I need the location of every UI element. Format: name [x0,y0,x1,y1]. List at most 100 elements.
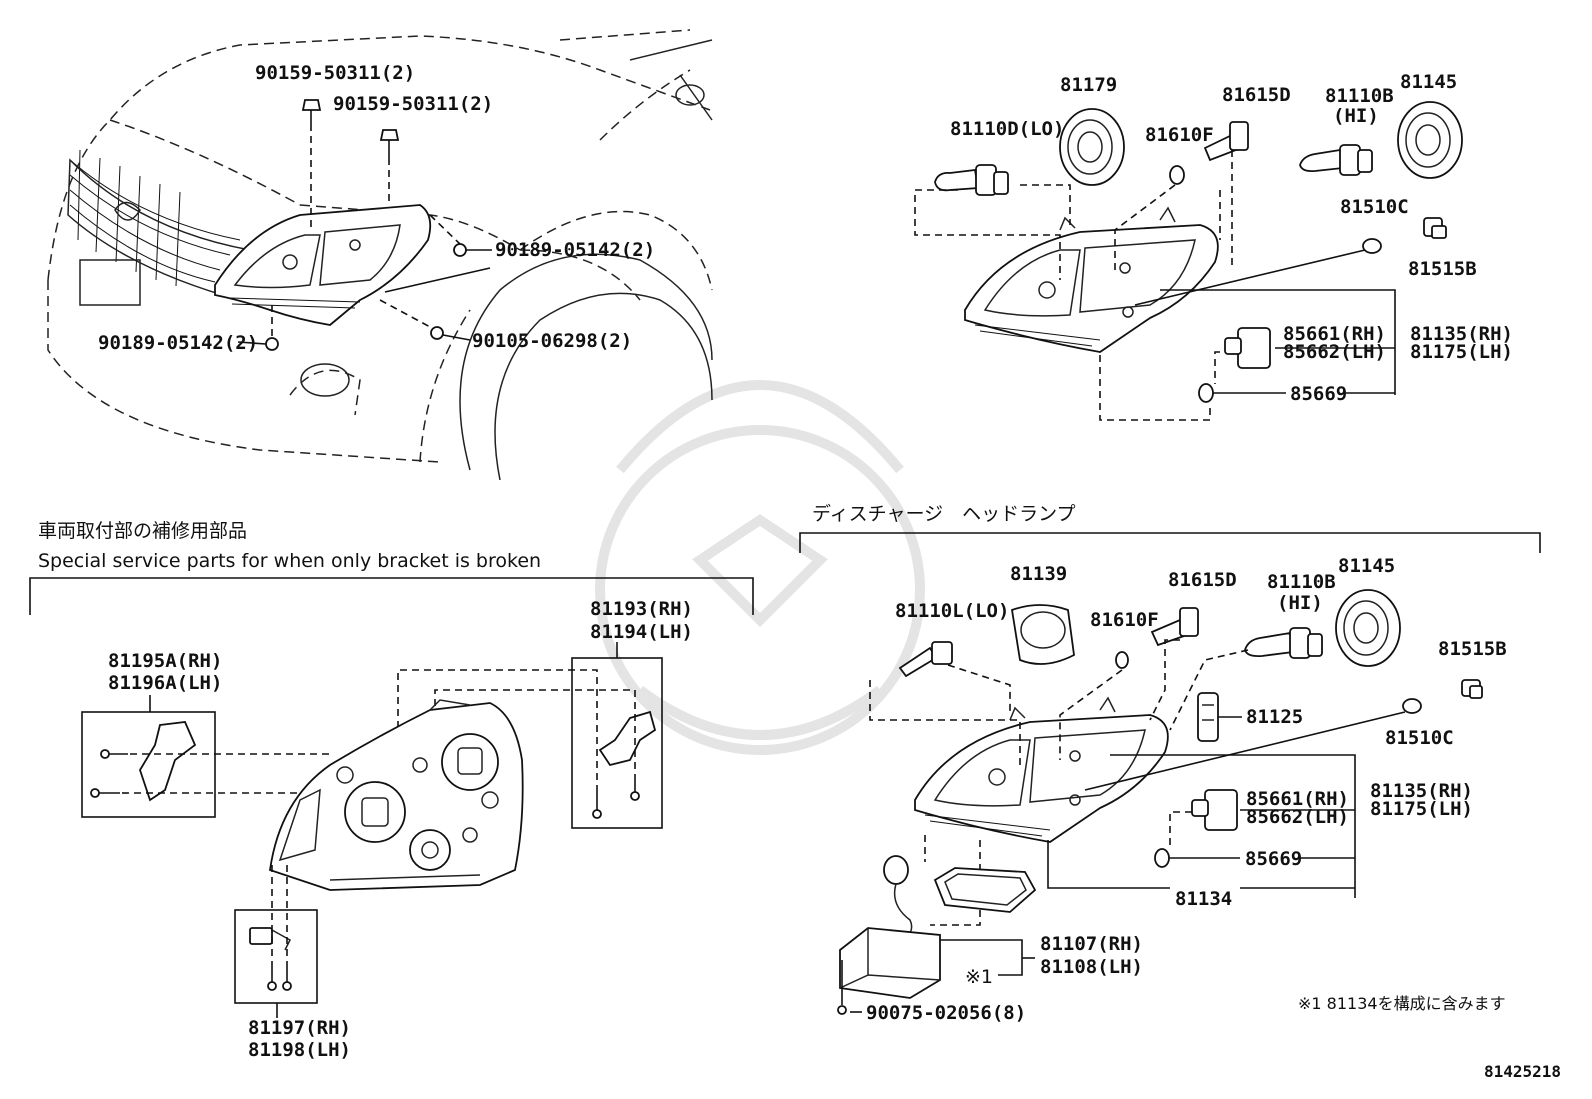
part-label: 81175(LH) [1370,798,1473,820]
o-ring-icon [1154,848,1170,868]
part-label: 81197(RH) [248,1017,351,1039]
part-label: 81135(RH) [1410,323,1513,345]
nut-icon [265,337,279,351]
part-label: 81134 [1175,888,1232,910]
dust-cover-icon [1059,108,1125,186]
vehicle-overview: 90159-50311(2) 90159-50311(2) 90189-0514… [47,29,713,481]
socket-icon [1423,217,1447,239]
part-label: 85662(LH) [1246,806,1349,828]
footnote: ※1 81134を構成に含みます [1298,994,1506,1013]
screw-icon [100,749,128,759]
o-ring-icon [1198,383,1214,403]
headlamp-icon [914,714,1169,843]
part-label: 81193(RH) [590,598,693,620]
part-label: 85661(RH) [1283,323,1386,345]
part-label: 81195A(RH) [108,650,222,672]
gasket-icon [933,867,1037,913]
section-title-jp: ディスチャージ ヘッドランプ [812,503,1076,525]
bolt-icon [379,129,400,158]
part-label: 81510C [1340,196,1409,218]
headlamp-icon [964,224,1219,353]
part-label: 81107(RH) [1040,933,1143,955]
bulb-icon [934,164,1009,196]
discharge-headlamp-assembly: ディスチャージ ヘッドランプ [799,503,1541,1024]
dust-cover-icon [1010,604,1075,665]
section-title-jp: 車両取付部の補修用部品 [38,520,247,542]
screw-icon [90,788,120,798]
part-label: 85661(RH) [1246,788,1349,810]
bracket-icon [598,710,657,767]
part-label: 81110L(LO) [895,600,1009,622]
igniter-icon [883,855,913,941]
screw-icon [837,960,847,1015]
bolt-icon [301,99,322,124]
part-label: 81515B [1408,258,1477,280]
part-label: 81135(RH) [1370,780,1473,802]
bulb-icon [1362,238,1382,254]
part-label: 81125 [1246,706,1303,728]
part-label: (HI) [1333,105,1379,127]
part-label: 81615D [1168,569,1237,591]
bracket-icon [139,721,197,802]
part-label: 90159-50311(2) [255,62,415,84]
part-label: 81175(LH) [1410,341,1513,363]
bulb-icon [1115,651,1129,669]
section-title-en: Special service parts for when only brac… [38,550,541,572]
igniter-icon [1197,692,1219,742]
bracket-box-81195A [81,711,216,818]
bracket-box-81197 [234,909,318,1004]
ballast-icon [839,927,941,999]
part-label: 90189-05142(2) [495,239,655,261]
part-label: 81108(LH) [1040,956,1143,978]
screw-icon [430,326,444,340]
part-label: 81145 [1338,555,1395,577]
bulb-icon [1169,165,1185,185]
headlamp-icon [269,699,524,891]
part-label: 81515B [1438,638,1507,660]
part-label: 81145 [1400,71,1457,93]
actuator-icon [1224,327,1271,369]
watermark [595,380,925,755]
part-label: 90159-50311(2) [333,93,493,115]
part-label: 90189-05142(2) [98,332,258,354]
part-label: 81610F [1090,609,1159,631]
bracket-service-section: 車両取付部の補修用部品 Special service parts for wh… [29,520,754,1061]
nut-icon [453,243,467,257]
part-label: 85669 [1245,848,1302,870]
bulb-icon [1402,698,1422,714]
part-label: 90075-02056(8) [866,1002,1026,1024]
part-label: 85669 [1290,383,1347,405]
part-label: 81615D [1222,84,1291,106]
part-label: 81139 [1010,563,1067,585]
part-label: 81610F [1145,124,1214,146]
part-label: 81179 [1060,74,1117,96]
bulb-icon [898,641,953,678]
halogen-headlamp-assembly: 81179 81615D 81110B (HI) 81145 81110D(LO… [914,71,1513,421]
socket-icon [1461,679,1483,699]
part-label: 81196A(LH) [108,672,222,694]
socket-icon [1150,607,1199,647]
part-label: 85662(LH) [1283,341,1386,363]
socket-icon [1203,121,1249,162]
screw-icon [630,775,640,801]
dust-cover-icon [1397,101,1463,179]
part-label: 81198(LH) [248,1039,351,1061]
diagram-code: 81425218 [1484,1062,1561,1081]
screw-icon [282,965,292,991]
screw-icon [267,965,277,991]
part-label: 90105-06298(2) [472,330,632,352]
part-label: 81110B [1267,571,1336,593]
bulb-icon [1244,627,1323,659]
part-label: (HI) [1277,592,1323,614]
dust-cover-icon [1335,589,1401,667]
screw-icon [592,790,602,819]
part-label: 81510C [1385,727,1454,749]
note-marker: ※1 [965,966,993,988]
part-label: 81110B [1325,85,1394,107]
actuator-icon [1191,789,1238,831]
bracket-icon [249,927,291,951]
part-label: 81110D(LO) [950,118,1064,140]
bulb-icon [1299,144,1373,176]
part-label: 81194(LH) [590,621,693,643]
